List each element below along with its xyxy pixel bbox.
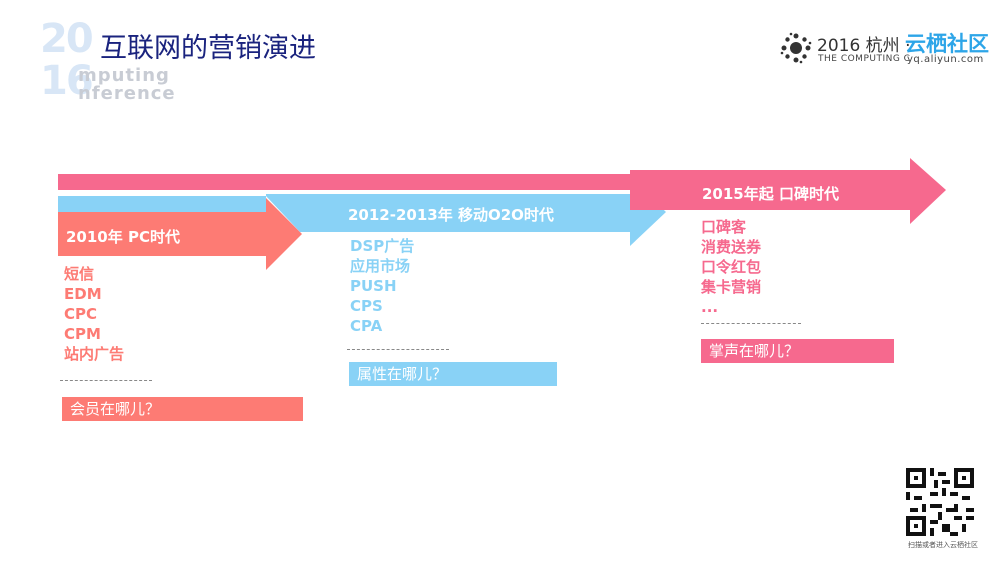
arrow-mobile	[266, 178, 666, 246]
stage-mobile-list: DSP广告 应用市场 PUSH CPS CPA	[350, 236, 414, 336]
list-item: DSP广告	[350, 237, 415, 255]
timeline-top-bar	[58, 174, 630, 190]
list-item: 口碑客	[701, 218, 747, 236]
list-item: 消费送券	[701, 238, 762, 256]
list-item: 集卡营销	[701, 278, 762, 296]
conference-year-logo: 20 16	[40, 16, 94, 104]
list-item: CPC	[64, 305, 98, 323]
arrow-pc	[58, 198, 302, 270]
timeline-mobile-bar	[58, 196, 266, 212]
logo-digits-bottom: 16	[40, 58, 94, 104]
list-item: 短信	[64, 265, 95, 283]
stage-wom-list: 口碑客 消费送券 口令红包 集卡营销 ...	[701, 217, 761, 317]
list-item: CPM	[64, 325, 101, 343]
logo-word-conference: nference	[78, 83, 176, 104]
qr-code-icon	[906, 468, 974, 536]
qr-caption: 扫描或者进入云栖社区	[908, 541, 978, 549]
list-item: 站内广告	[64, 345, 125, 363]
brand-name: 云栖社区	[905, 32, 989, 56]
brand-url: yq.aliyun.com	[907, 54, 984, 65]
question-box-wom: 掌声在哪儿？	[701, 339, 894, 363]
list-item: 应用市场	[350, 257, 411, 275]
divider	[701, 323, 801, 324]
logo-word-computing: mputing	[78, 65, 170, 86]
stage-mobile-label: 2012-2013年 移动O2O时代	[348, 206, 554, 224]
stage-pc-label: 2010年 PC时代	[66, 228, 180, 246]
stage-pc-list: 短信 EDM CPC CPM 站内广告	[64, 264, 124, 364]
logo-digits-top: 20	[40, 16, 94, 62]
arrow-word-of-mouth	[630, 158, 946, 224]
divider	[60, 380, 152, 381]
question-box-mobile: 属性在哪儿？	[349, 362, 557, 386]
list-item: 口令红包	[701, 258, 762, 276]
question-box-pc: 会员在哪儿？	[62, 397, 303, 421]
yunqi-logo-icon	[780, 32, 812, 64]
divider	[347, 349, 449, 350]
list-item: CPS	[350, 297, 383, 315]
list-item: ...	[701, 298, 719, 316]
stage-wom-label: 2015年起 口碑时代	[702, 185, 839, 203]
brand-subtitle: THE COMPUTING C	[818, 54, 911, 64]
page-title: 互联网的营销演进	[100, 33, 316, 64]
list-item: EDM	[64, 285, 102, 303]
brand-year: 2016 杭州 ·	[817, 36, 911, 56]
list-item: CPA	[350, 317, 383, 335]
list-item: PUSH	[350, 277, 397, 295]
